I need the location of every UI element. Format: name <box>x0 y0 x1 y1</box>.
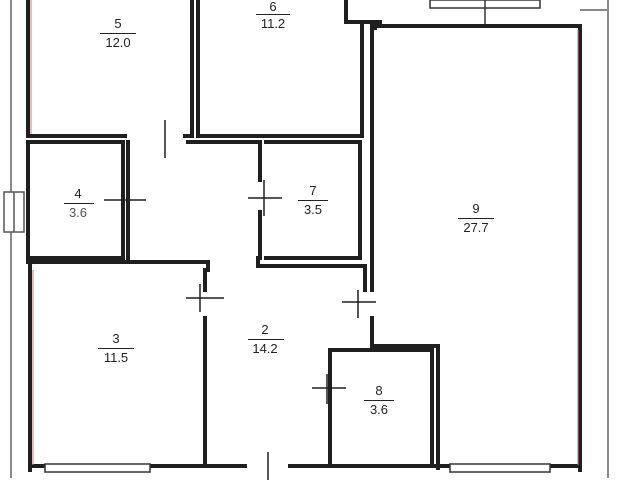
room-number: 6 <box>269 0 277 14</box>
room-area: 3.6 <box>369 402 389 417</box>
door-marks <box>104 120 376 480</box>
label-divider <box>364 400 394 401</box>
outer-boundary <box>10 0 609 478</box>
windows-bottom <box>44 463 551 473</box>
walls <box>26 0 582 472</box>
label-divider <box>64 203 94 204</box>
label-divider <box>100 33 136 34</box>
window-top <box>429 0 541 24</box>
label-divider <box>298 200 328 201</box>
label-divider <box>98 348 134 349</box>
label-divider <box>458 218 494 219</box>
window-left <box>3 191 25 233</box>
room-number: 8 <box>375 383 383 398</box>
room-area: 12.0 <box>105 35 131 50</box>
room-number: 5 <box>114 16 122 31</box>
room-area: 11.2 <box>260 16 286 31</box>
room-area: 3.6 <box>68 205 88 220</box>
accent-lines <box>30 0 579 465</box>
room-number: 2 <box>261 322 269 337</box>
room-number: 3 <box>112 331 120 346</box>
room-area: 27.7 <box>463 220 489 235</box>
label-divider <box>256 14 290 15</box>
room-area: 14.2 <box>252 341 278 356</box>
room-number: 4 <box>74 186 82 201</box>
label-divider <box>248 339 284 340</box>
room-number: 7 <box>309 183 317 198</box>
room-area: 3.5 <box>303 202 323 217</box>
room-area: 11.5 <box>103 350 129 365</box>
room-number: 9 <box>472 201 480 216</box>
